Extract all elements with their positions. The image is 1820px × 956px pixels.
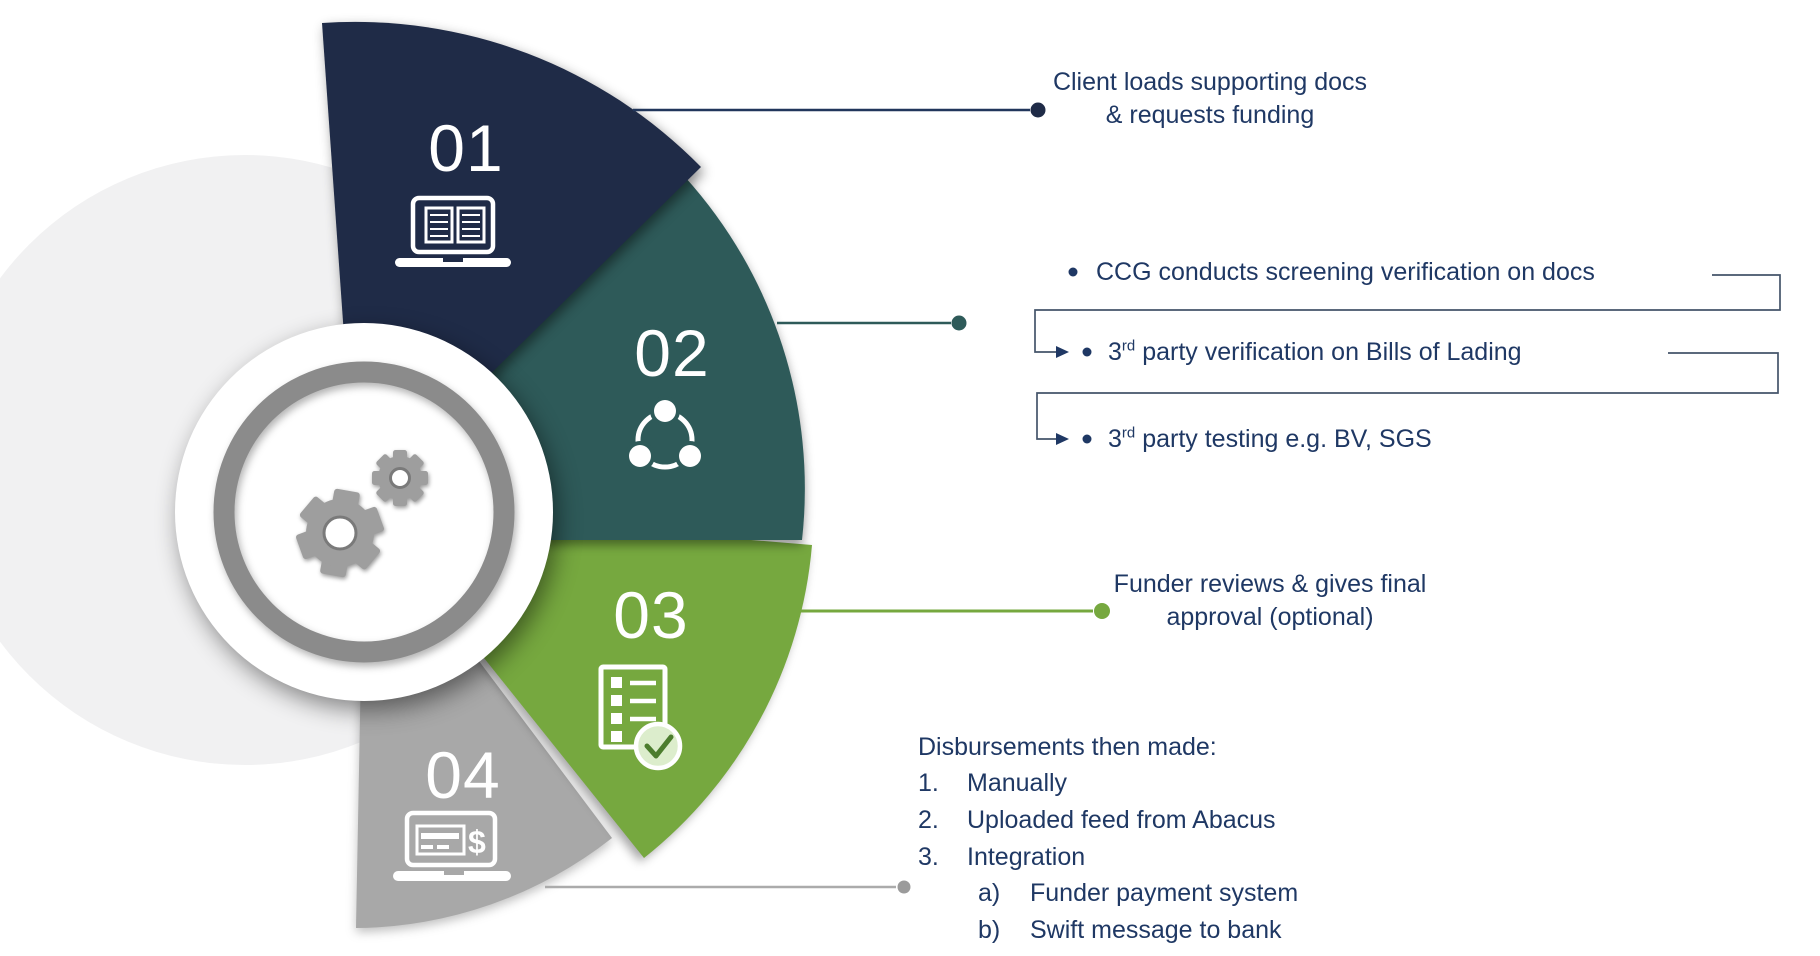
connector-dot-step1: [1030, 102, 1046, 118]
callout-step1-line1: Client loads supporting docs: [1052, 68, 1368, 96]
connector-dot-step2: [951, 315, 967, 331]
bullet-3-sup: rd: [1121, 424, 1136, 442]
callout-step2-bullet-2: 3rd party verification on Bills of Ladin…: [1108, 336, 1522, 368]
callout-step3: Funder reviews & gives final approval (o…: [1070, 568, 1470, 634]
sublist-item-marker: b): [978, 916, 1001, 944]
checklist-check-icon: [598, 664, 683, 771]
bullet-2-text: 3: [1108, 338, 1122, 366]
laptop-documents-icon: [395, 195, 511, 267]
callout-step2-bullet-1: CCG conducts screening verification on d…: [1096, 256, 1595, 288]
arrow-right-icon: [1056, 433, 1069, 445]
gears-icon: [295, 450, 428, 578]
bullet-dot-2: [1082, 347, 1092, 357]
bullet-dot-1: [1068, 267, 1078, 277]
hub-ring: [213, 361, 515, 663]
sublist-item-marker: a): [978, 879, 1001, 907]
dollar-icon: $: [468, 824, 486, 860]
segment-04-label: 04: [425, 738, 501, 812]
connector-step1: [633, 102, 1046, 118]
list-item-text: Integration: [967, 843, 1086, 871]
connector-step2: [777, 315, 967, 331]
list-item-text: Uploaded feed from Abacus: [967, 806, 1276, 834]
share-network-icon: [625, 396, 705, 471]
disbursements-title: Disbursements then made:: [918, 733, 1217, 761]
connector-step4: [545, 880, 911, 894]
list-item-marker: 1.: [918, 769, 939, 797]
laptop-dollar-icon: $: [393, 810, 511, 881]
connector-dot-step4: [897, 880, 911, 894]
hub: [175, 323, 553, 701]
sublist-item-text: Swift message to bank: [1030, 916, 1282, 944]
callout-step3-line1: Funder reviews & gives final: [1113, 570, 1427, 598]
callout-step1-line2: & requests funding: [1105, 101, 1315, 129]
bullet-dot-3: [1082, 434, 1092, 444]
connector-dot-step3: [1094, 603, 1110, 619]
segment-02-label: 02: [634, 316, 710, 390]
bullet-2-sup: rd: [1121, 337, 1136, 355]
list-item-marker: 3.: [918, 843, 939, 871]
callout-step2-bullet-3: 3rd party testing e.g. BV, SGS: [1108, 423, 1432, 455]
callout-step3-line2: approval (optional): [1166, 603, 1374, 631]
bullet-2-text-post: party verification on Bills of Lading: [1135, 338, 1522, 366]
arrow-right-icon: [1056, 346, 1069, 358]
callout-step1: Client loads supporting docs & requests …: [1010, 66, 1410, 132]
list-item-marker: 2.: [918, 806, 939, 834]
segment-01-label: 01: [428, 111, 504, 185]
sublist-item-text: Funder payment system: [1030, 879, 1299, 907]
bracket-connector-2: [1036, 352, 1779, 445]
bullet-3-text-post: party testing e.g. BV, SGS: [1135, 425, 1432, 453]
bullet-3-text: 3: [1108, 425, 1122, 453]
bullet-1-text: CCG conducts screening verification on d…: [1096, 258, 1595, 286]
bracket-connector-1: [1034, 274, 1781, 358]
segment-03-label: 03: [613, 578, 689, 652]
check-icon: [644, 734, 674, 759]
connector-step3: [800, 603, 1110, 619]
list-item-text: Manually: [967, 769, 1068, 797]
